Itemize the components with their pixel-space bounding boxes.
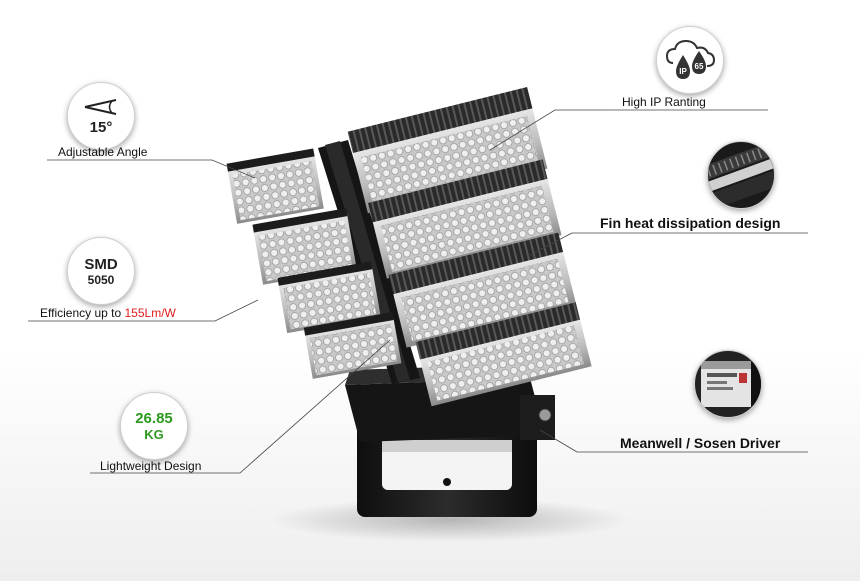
angle-badge: 15° bbox=[67, 82, 135, 150]
waterproof-ip-icon: IP 65 bbox=[665, 39, 716, 79]
ip-text: IP bbox=[679, 67, 687, 76]
driver-badge bbox=[694, 350, 762, 418]
weight-unit: KG bbox=[144, 427, 164, 442]
right-led-modules bbox=[347, 86, 592, 407]
angle-label: Adjustable Angle bbox=[58, 145, 148, 159]
weight-badge: 26.85 KG bbox=[120, 392, 188, 460]
smd-number: 5050 bbox=[87, 272, 115, 287]
smd-text: SMD bbox=[84, 255, 118, 273]
power-driver-icon bbox=[701, 361, 761, 407]
ip-badge: IP 65 bbox=[656, 26, 724, 94]
weight-label: Lightweight Design bbox=[100, 459, 202, 473]
heatsink-fin-icon bbox=[708, 143, 774, 208]
leader-lines bbox=[28, 109, 808, 474]
mounting-bracket bbox=[357, 415, 537, 517]
efficiency-value: 155Lm/W bbox=[124, 306, 176, 320]
efficiency-label: Efficiency up to 155Lm/W bbox=[40, 306, 176, 320]
left-led-modules bbox=[226, 148, 402, 379]
angle-icon bbox=[84, 98, 117, 115]
angle-value: 15° bbox=[89, 118, 113, 136]
driver-label: Meanwell / Sosen Driver bbox=[620, 435, 781, 451]
weight-value: 26.85 bbox=[135, 410, 173, 427]
ip-rating-text: 65 bbox=[695, 62, 704, 71]
fin-label: Fin heat dissipation design bbox=[600, 215, 781, 231]
smd-badge: SMD 5050 bbox=[67, 237, 135, 305]
efficiency-prefix: Efficiency up to bbox=[40, 306, 125, 320]
fin-badge bbox=[707, 141, 775, 209]
ip-label: High IP Ranting bbox=[622, 95, 706, 109]
